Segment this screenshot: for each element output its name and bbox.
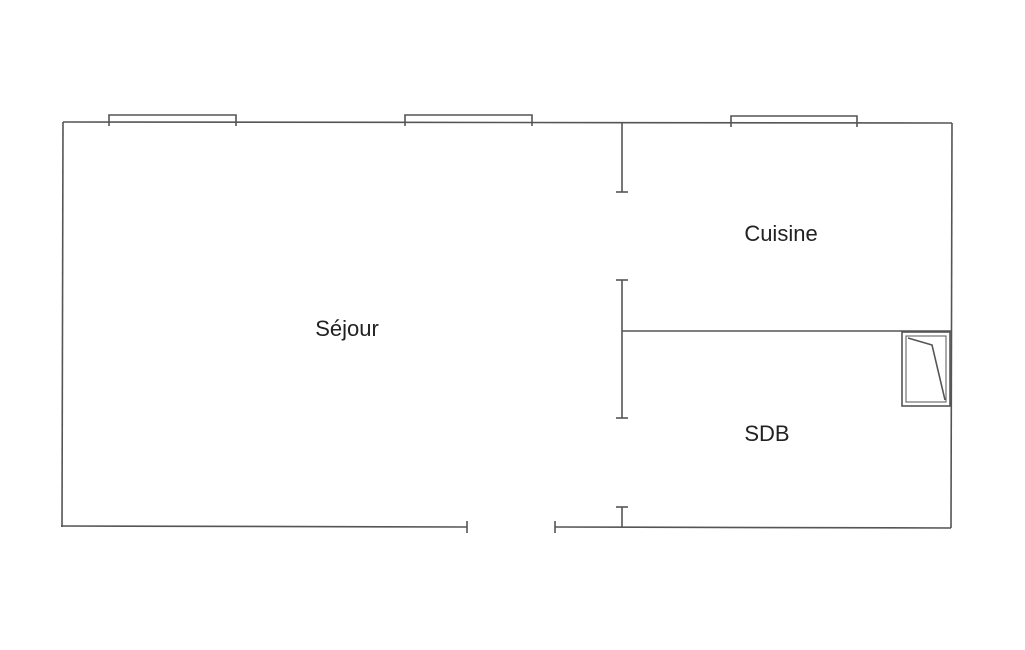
wall-top [62, 121, 953, 124]
wall-bottom-right [554, 526, 952, 529]
shower [901, 331, 951, 407]
interior-walls [616, 122, 952, 527]
window [730, 115, 858, 127]
outer-walls [60, 121, 953, 533]
room-label-cuisine: Cuisine [744, 221, 817, 246]
windows [108, 114, 858, 127]
shower-door [907, 337, 946, 401]
shower-tray [901, 331, 951, 407]
room-label-sejour: Séjour [315, 316, 379, 341]
wall-bottom-left [60, 525, 468, 528]
room-label-sdb: SDB [744, 421, 789, 446]
wall-right [950, 122, 953, 529]
window [108, 114, 237, 126]
wall-left [61, 121, 64, 528]
shower-inner [905, 335, 947, 403]
window [404, 114, 533, 126]
